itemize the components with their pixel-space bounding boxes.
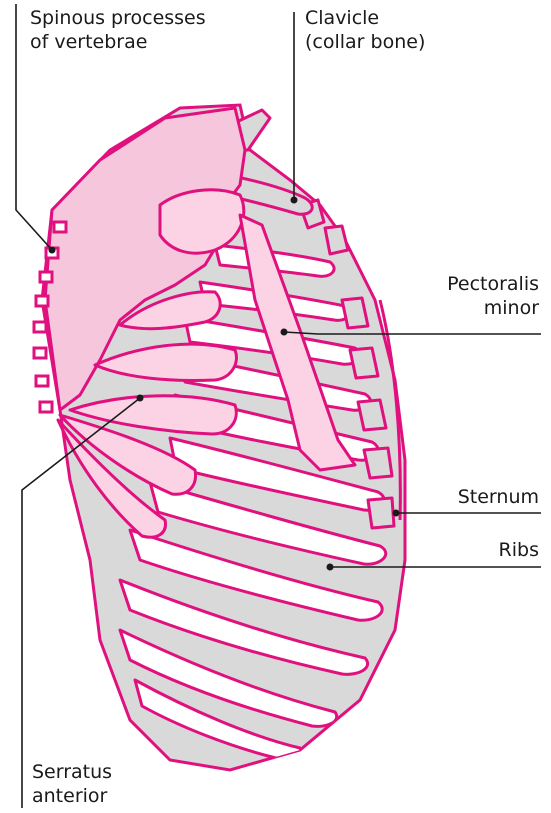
- vertebra-6: [34, 348, 46, 358]
- cartilage-7: [368, 498, 394, 528]
- cartilage-2: [325, 226, 348, 254]
- vertebra-7: [36, 376, 48, 386]
- label-pectoralis-line1: Pectoralis: [447, 272, 539, 296]
- cartilage-5: [358, 400, 386, 430]
- label-spinous-line2: of vertebrae: [30, 30, 206, 54]
- label-clavicle-line2: (collar bone): [305, 30, 425, 54]
- cartilage-4: [350, 348, 378, 378]
- label-serratus-line2: anterior: [32, 784, 112, 808]
- dot-serratus: [137, 395, 144, 402]
- cartilage-3: [342, 298, 368, 328]
- label-serratus-line1: Serratus: [32, 760, 112, 784]
- vertebra-1: [54, 222, 66, 232]
- vertebra-4: [36, 296, 48, 306]
- dot-spinous: [49, 247, 56, 254]
- dot-sternum: [393, 510, 400, 517]
- label-ribs: Ribs: [499, 538, 539, 562]
- cartilage-6: [364, 448, 392, 478]
- vertebra-5: [34, 322, 46, 332]
- label-sternum: Sternum: [458, 485, 539, 509]
- dot-clavicle: [291, 197, 298, 204]
- label-clavicle: Clavicle (collar bone): [305, 6, 425, 54]
- label-sternum-line1: Sternum: [458, 485, 539, 509]
- label-ribs-line1: Ribs: [499, 538, 539, 562]
- vertebra-3: [40, 272, 52, 282]
- dot-pectoralis: [281, 329, 288, 336]
- label-pectoralis-line2: minor: [447, 296, 539, 320]
- vertebra-8: [40, 402, 52, 412]
- label-serratus-anterior: Serratus anterior: [32, 760, 112, 808]
- label-spinous-line1: Spinous processes: [30, 6, 206, 30]
- label-pectoralis-minor: Pectoralis minor: [447, 272, 539, 320]
- label-clavicle-line1: Clavicle: [305, 6, 425, 30]
- dot-ribs: [327, 564, 334, 571]
- label-spinous-processes: Spinous processes of vertebrae: [30, 6, 206, 54]
